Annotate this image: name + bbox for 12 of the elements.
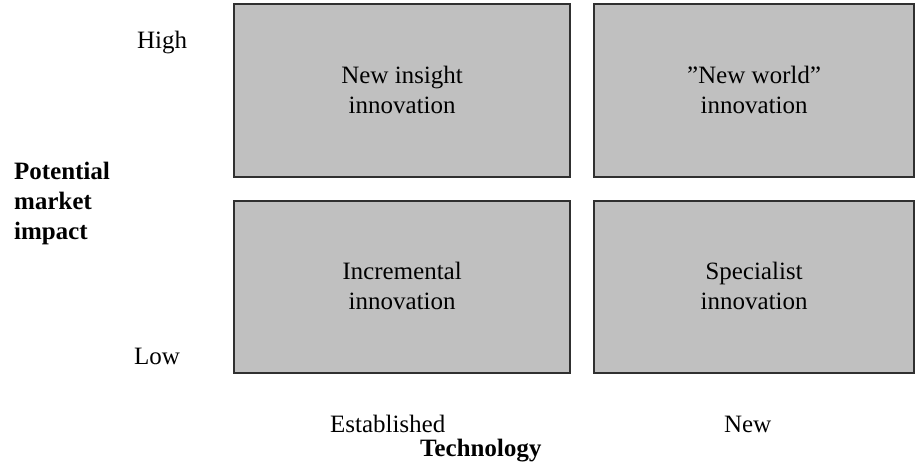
quadrant-title: New insight innovation — [340, 60, 464, 120]
quadrant-title: Specialist innovation — [700, 257, 808, 317]
quadrant-title: Incremental innovation — [341, 257, 463, 317]
axis-tick-label: Low — [134, 342, 181, 372]
quadrant-box — [233, 3, 571, 178]
quadrant-box — [593, 200, 915, 374]
axis-tick-label: New — [724, 410, 772, 440]
quadrant-title: ”New world” innovation — [686, 60, 822, 120]
quadrant-box — [233, 200, 571, 374]
axis-tick-label: High — [137, 26, 188, 56]
axis-title: Potential market impact — [14, 157, 111, 247]
quadrant-box — [593, 3, 915, 178]
